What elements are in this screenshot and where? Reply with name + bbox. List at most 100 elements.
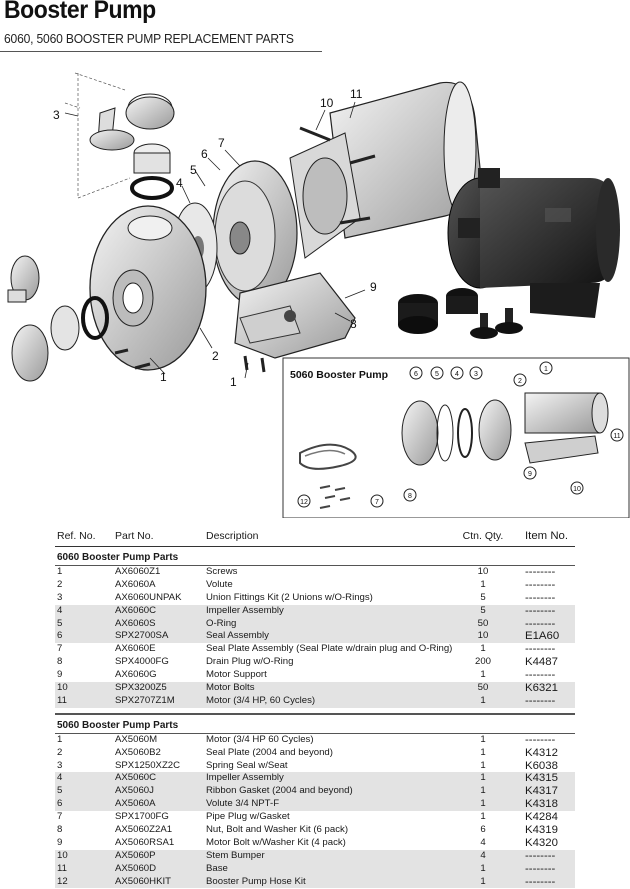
- pump-photo: [398, 168, 620, 339]
- inset-5060-diagram: 5060 Booster Pump: [282, 357, 630, 518]
- description-cell: Union Fittings Kit (2 Unions w/O-Rings): [206, 591, 373, 603]
- qty-cell: 1: [480, 811, 486, 823]
- item-no-cell: --------: [525, 643, 556, 656]
- item-no-cell: K4312: [525, 746, 558, 759]
- qty-cell: 10: [477, 630, 489, 642]
- qty-cell: 50: [477, 617, 489, 629]
- ref-no-cell: 5: [57, 617, 63, 629]
- ref-no-cell: 1: [57, 566, 63, 577]
- inset-callout-7: 7: [375, 499, 379, 506]
- section-title-label: 6060 Booster Pump Parts: [57, 552, 179, 563]
- callout-8: 8: [350, 317, 357, 331]
- description-cell: Motor Support: [206, 669, 267, 681]
- table-header: Ref. No. Part No. Description Ctn. Qty. …: [55, 528, 575, 547]
- item-no-cell: K4318: [525, 798, 558, 811]
- description-cell: Screws: [206, 566, 238, 577]
- description-cell: Pipe Plug w/Gasket: [206, 811, 290, 823]
- exploded-parts-diagram: 1 1 2 3 4 5 6 7 8 9 10 11 5060 Booster P…: [7, 72, 630, 518]
- description-cell: Stem Bumper: [206, 849, 265, 861]
- union-fittings-left: [7, 255, 109, 382]
- ref-no-cell: 2: [57, 578, 63, 590]
- item-no-cell: K4317: [525, 785, 558, 798]
- qty-cell: 1: [480, 785, 486, 797]
- item-no-cell: --------: [525, 733, 556, 746]
- description-cell: Volute 3/4 NPT-F: [206, 798, 280, 810]
- callout-2: 2: [212, 349, 219, 363]
- section-title-label: 5060 Booster Pump Parts: [57, 719, 179, 731]
- ref-no-cell: 11: [57, 862, 67, 874]
- item-no-cell: --------: [525, 591, 556, 604]
- inset-callout-5: 5: [435, 371, 439, 378]
- description-cell: Ribbon Gasket (2004 and beyond): [206, 785, 353, 797]
- part-no-cell: AX5060B2: [115, 746, 161, 758]
- ref-no-cell: 1: [57, 733, 63, 745]
- seal-plate-part: [212, 160, 298, 306]
- description-cell: O-Ring: [206, 617, 237, 629]
- part-no-cell: AX6060E: [115, 643, 156, 655]
- callout-6: 6: [201, 147, 208, 161]
- section-title: 6060 Booster Pump Parts: [55, 549, 575, 566]
- section-title: 5060 Booster Pump Parts: [55, 717, 575, 734]
- qty-cell: 1: [480, 746, 486, 758]
- qty-cell: 1: [480, 694, 486, 706]
- description-cell: Drain Plug w/O-Ring: [206, 656, 294, 668]
- ref-no-cell: 7: [57, 811, 63, 823]
- part-no-cell: AX5060A: [115, 798, 156, 810]
- item-no-cell: K4284: [525, 811, 558, 824]
- part-no-cell: SPX2707Z1M: [115, 694, 175, 706]
- item-no-cell: --------: [525, 578, 556, 591]
- ref-no-cell: 3: [57, 591, 63, 603]
- motor-support-part: [234, 272, 356, 359]
- ref-no-cell: 4: [57, 772, 63, 784]
- ref-no-cell: 7: [57, 643, 63, 655]
- union-fittings-top: [89, 93, 175, 200]
- callout-1b: 1: [230, 375, 237, 389]
- item-no-cell: --------: [525, 862, 556, 875]
- inset-callout-12: 12: [300, 499, 308, 506]
- part-no-cell: AX6060UNPAK: [115, 591, 182, 603]
- callout-leaders: [64, 101, 366, 379]
- part-no-cell: SPX1250XZ2C: [115, 759, 181, 771]
- item-no-cell: K4487: [525, 656, 558, 669]
- ref-no-cell: 5: [57, 785, 63, 797]
- qty-cell: 200: [474, 656, 491, 668]
- qty-cell: 50: [477, 682, 489, 694]
- qty-cell: 1: [480, 578, 486, 590]
- item-no-cell: --------: [525, 566, 556, 578]
- part-no-cell: AX5060C: [115, 772, 157, 784]
- parts-table: Ref. No. Part No. Description Ctn. Qty. …: [55, 528, 575, 889]
- description-cell: Booster Pump Hose Kit: [206, 875, 306, 887]
- description-cell: Seal Assembly: [206, 630, 269, 642]
- description-cell: Impeller Assembly: [206, 772, 284, 784]
- qty-cell: 1: [480, 643, 486, 655]
- motor-part: [289, 81, 481, 259]
- qty-cell: 1: [480, 733, 486, 745]
- description-cell: Motor Bolts: [206, 682, 255, 694]
- part-no-cell: SPX2700SA: [115, 630, 169, 642]
- item-no-cell: K4315: [525, 772, 558, 785]
- section-divider: [55, 708, 575, 715]
- qty-cell: 10: [477, 566, 489, 577]
- inset-callouts: 1 2 3 4 5 6 7 8 9 10 11 12: [297, 361, 624, 508]
- qty-cell: 6: [480, 824, 486, 836]
- item-no-cell: K4320: [525, 836, 558, 849]
- part-no-cell: AX6060S: [115, 617, 156, 629]
- callout-1a: 1: [160, 370, 167, 384]
- qty-cell: 1: [480, 862, 486, 874]
- inset-callout-11: 11: [613, 433, 620, 440]
- part-no-cell: SPX3200Z5: [115, 682, 167, 694]
- header-part-no: Part No.: [115, 530, 154, 542]
- ref-no-cell: 4: [57, 604, 63, 616]
- inset-callout-1: 1: [544, 366, 548, 373]
- callout-3: 3: [53, 108, 60, 122]
- inset-callout-4: 4: [455, 371, 459, 378]
- item-no-cell: E1A60: [525, 630, 560, 643]
- ref-no-cell: 9: [57, 669, 63, 681]
